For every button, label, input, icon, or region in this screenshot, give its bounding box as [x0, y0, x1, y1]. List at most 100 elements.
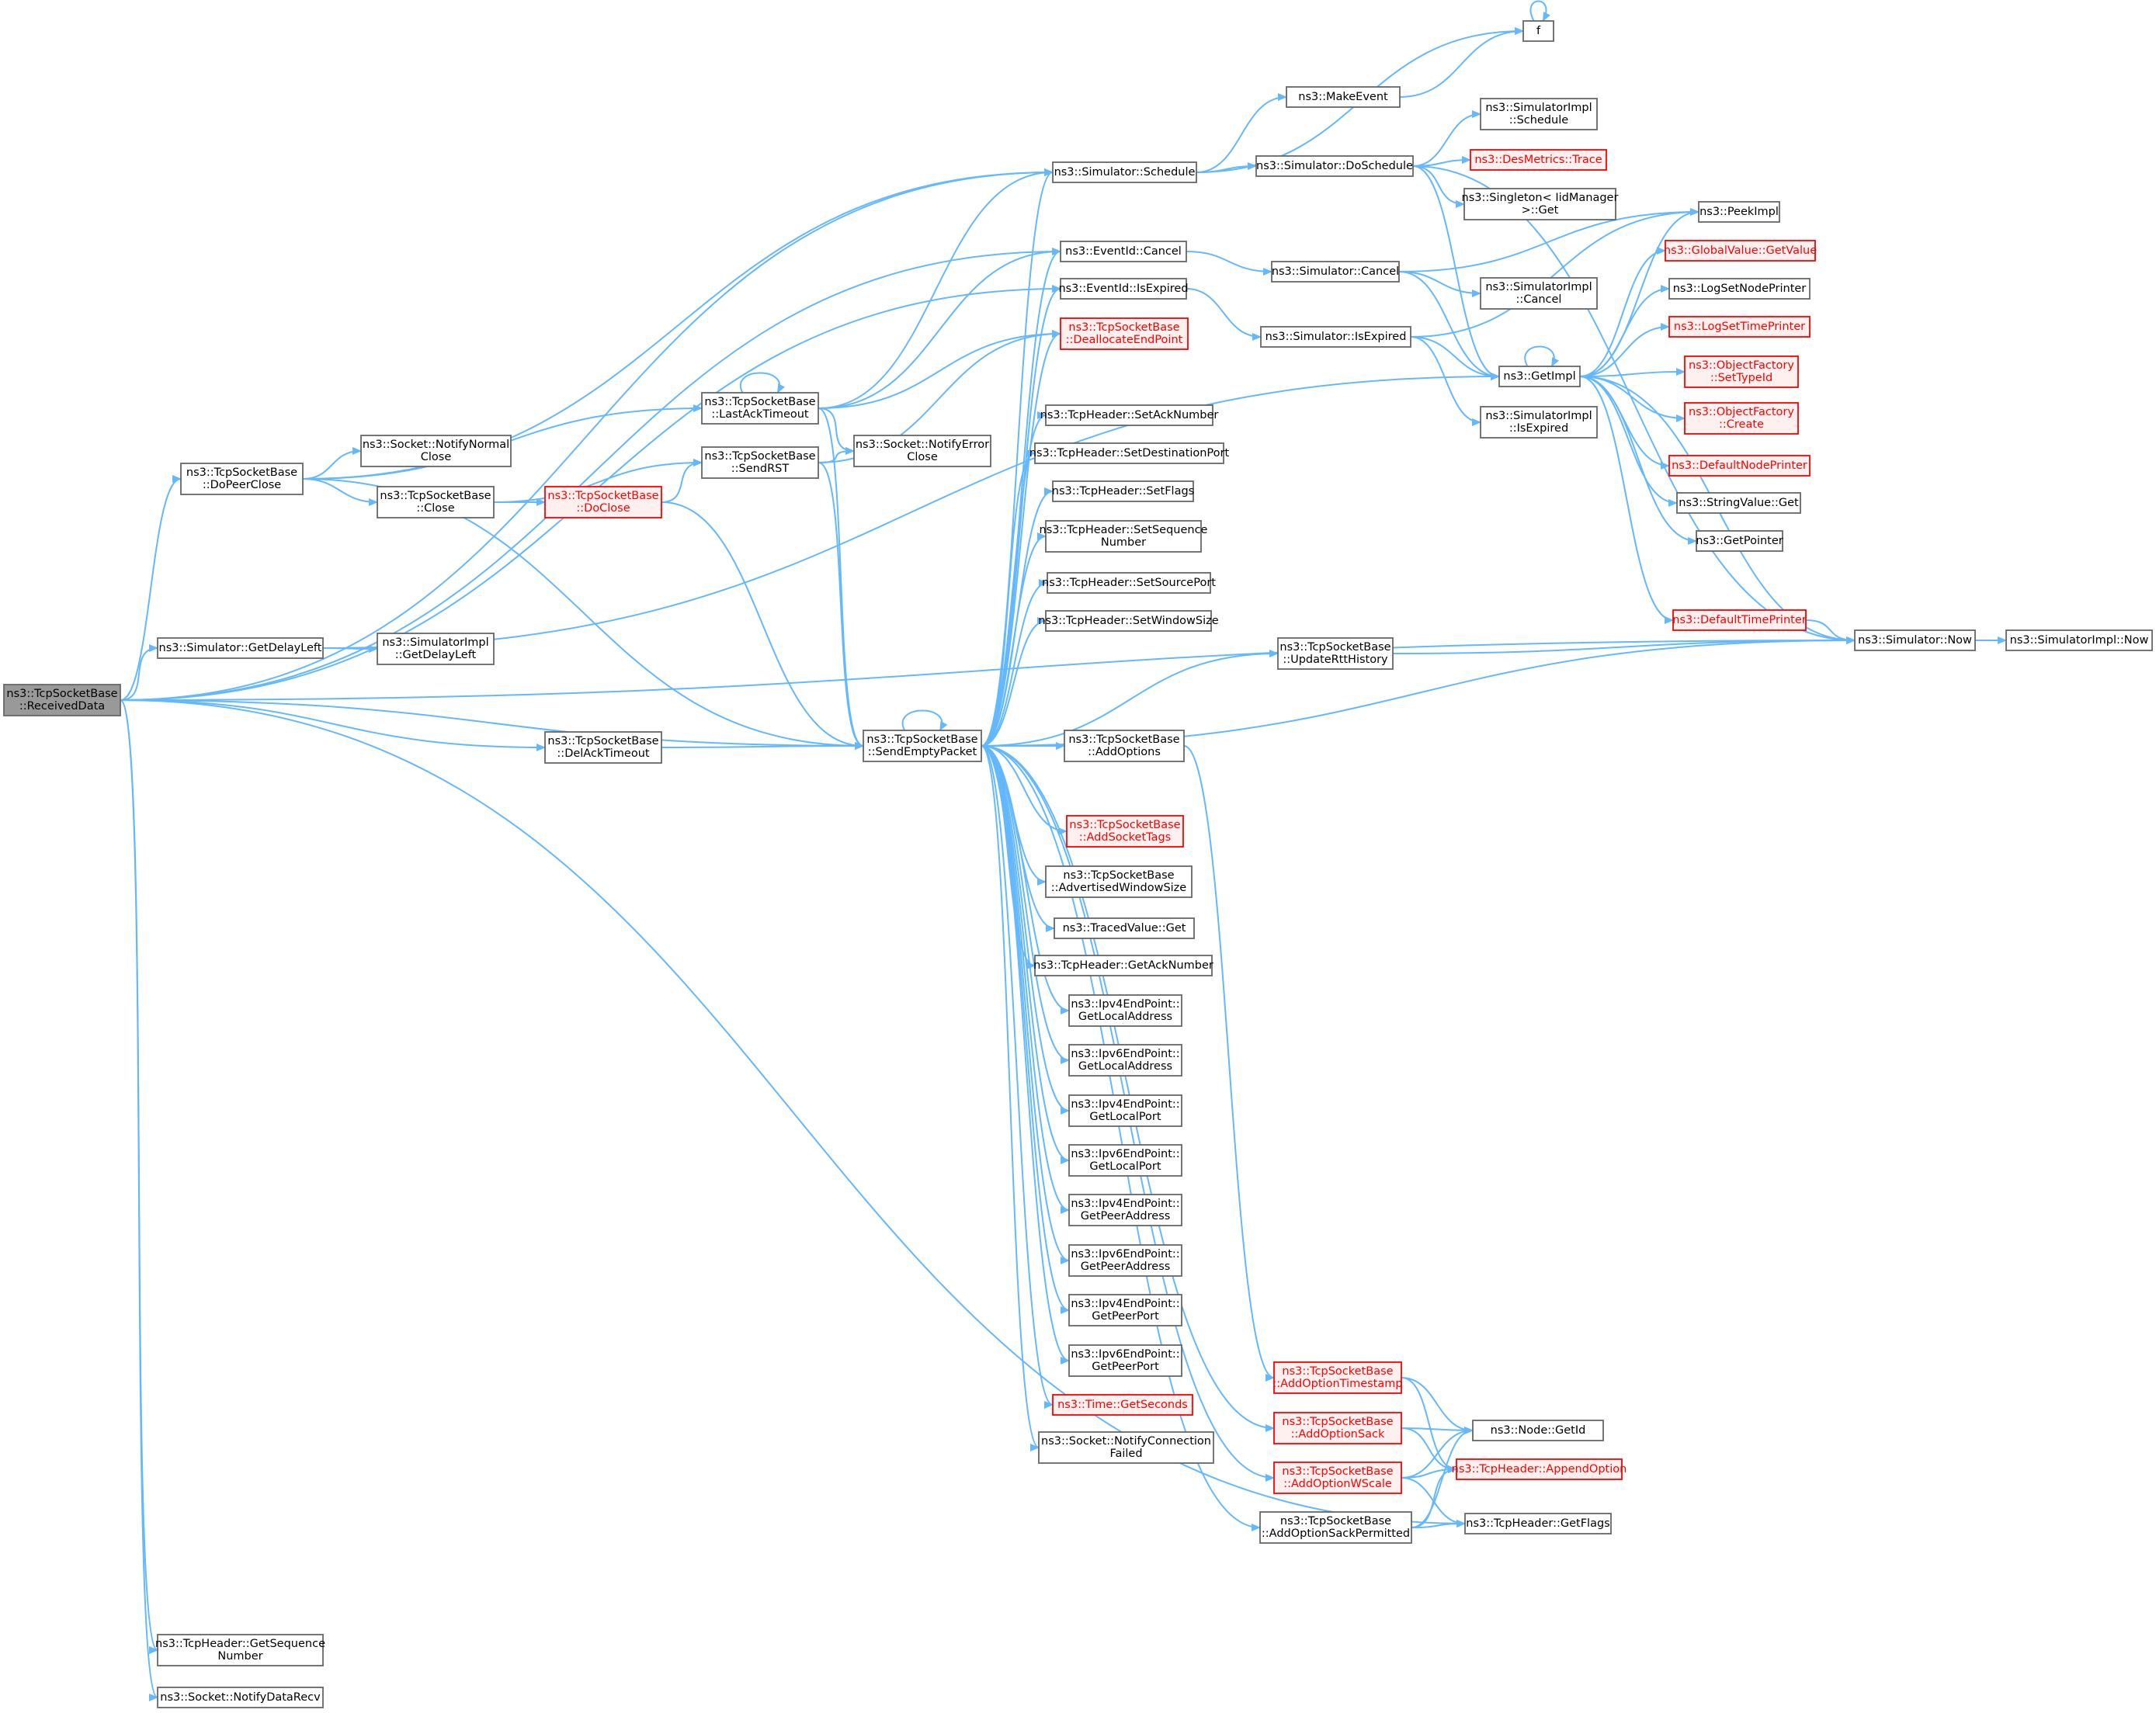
node-get-delay-left[interactable]: ns3::Simulator::GetDelayLeft: [157, 637, 324, 659]
node-sim-impl-get-delay-left[interactable]: ns3::SimulatorImpl::GetDelayLeft: [377, 633, 495, 665]
node-make-event[interactable]: ns3::MakeEvent: [1286, 86, 1401, 108]
node-ipv6-get-local-address[interactable]: ns3::Ipv6EndPoint::GetLocalAddress: [1068, 1044, 1182, 1077]
node-notify-data-recv[interactable]: ns3::Socket::NotifyDataRecv: [157, 1687, 324, 1708]
node-box[interactable]: [1480, 277, 1598, 310]
node-box[interactable]: [1034, 442, 1224, 464]
node-box[interactable]: [1068, 1094, 1182, 1127]
node-box[interactable]: [1054, 917, 1195, 939]
node-box[interactable]: [1068, 994, 1182, 1027]
node-last-ack-timeout[interactable]: ns3::TcpSocketBase::LastAckTimeout: [701, 392, 819, 425]
node-sim-cancel[interactable]: ns3::Simulator::Cancel: [1271, 261, 1400, 283]
node-box[interactable]: [157, 1634, 324, 1666]
node-advertised-window-size[interactable]: ns3::TcpSocketBase::AdvertisedWindowSize: [1045, 865, 1193, 898]
node-box[interactable]: [1045, 610, 1212, 632]
node-box[interactable]: [1068, 1294, 1182, 1326]
node-global-value-get-value[interactable]: ns3::GlobalValue::GetValue: [1664, 240, 1817, 262]
node-ipv6-get-local-port[interactable]: ns3::Ipv6EndPoint::GetLocalPort: [1068, 1144, 1182, 1177]
node-box[interactable]: [1052, 480, 1194, 502]
node-box[interactable]: [1060, 317, 1189, 350]
node-schedule[interactable]: ns3::Simulator::Schedule: [1052, 161, 1197, 183]
node-box[interactable]: [3, 684, 121, 716]
node-box[interactable]: [1696, 530, 1783, 552]
node-add-option-wscale[interactable]: ns3::TcpSocketBase::AddOptionWScale: [1273, 1462, 1402, 1494]
node-box[interactable]: [377, 633, 495, 665]
node-box[interactable]: [1522, 20, 1554, 42]
node-box[interactable]: [1464, 1513, 1612, 1534]
node-box[interactable]: [1273, 1361, 1402, 1394]
node-sim-impl-now[interactable]: ns3::SimulatorImpl::Now: [2005, 629, 2153, 651]
node-box[interactable]: [1854, 629, 1976, 651]
node-sim-impl-schedule[interactable]: ns3::SimulatorImpl::Schedule: [1480, 98, 1598, 130]
node-set-window-size[interactable]: ns3::TcpHeader::SetWindowSize: [1038, 610, 1219, 632]
node-box[interactable]: [1456, 1458, 1623, 1480]
node-box[interactable]: [701, 392, 819, 425]
node-box[interactable]: [1273, 1462, 1402, 1494]
node-box[interactable]: [1273, 1412, 1402, 1444]
node-peek-impl[interactable]: ns3::PeekImpl: [1698, 201, 1780, 223]
node-close[interactable]: ns3::TcpSocketBase::Close: [377, 486, 495, 518]
node-set-type-id[interactable]: ns3::ObjectFactory::SetTypeId: [1684, 355, 1799, 388]
node-box[interactable]: [1271, 261, 1400, 283]
node-get-pointer[interactable]: ns3::GetPointer: [1696, 530, 1783, 552]
node-send-empty-packet[interactable]: ns3::TcpSocketBase::SendEmptyPacket: [863, 730, 982, 762]
node-set-destination-port[interactable]: ns3::TcpHeader::SetDestinationPort: [1029, 442, 1230, 464]
node-box[interactable]: [701, 446, 819, 479]
node-add-socket-tags[interactable]: ns3::TcpSocketBase::AddSocketTags: [1066, 815, 1184, 848]
node-box[interactable]: [1068, 1044, 1182, 1077]
node-box[interactable]: [1052, 1394, 1193, 1416]
node-sim-is-expired[interactable]: ns3::Simulator::IsExpired: [1260, 326, 1411, 348]
node-box[interactable]: [1480, 98, 1598, 130]
node-string-value-get[interactable]: ns3::StringValue::Get: [1676, 492, 1801, 514]
node-sim-impl-cancel[interactable]: ns3::SimulatorImpl::Cancel: [1480, 277, 1598, 310]
node-get-impl[interactable]: ns3::GetImpl: [1498, 366, 1581, 387]
node-get-ack-number[interactable]: ns3::TcpHeader::GetAckNumber: [1033, 955, 1213, 976]
node-box[interactable]: [1698, 201, 1780, 223]
node-traced-value-get[interactable]: ns3::TracedValue::Get: [1054, 917, 1195, 939]
node-box[interactable]: [1045, 520, 1202, 553]
node-default-node-printer[interactable]: ns3::DefaultNodePrinter: [1668, 455, 1811, 477]
node-get-flags[interactable]: ns3::TcpHeader::GetFlags: [1464, 1513, 1612, 1534]
node-box[interactable]: [1480, 406, 1598, 439]
node-box[interactable]: [1068, 1144, 1182, 1177]
node-box[interactable]: [1665, 240, 1816, 262]
node-update-rtt-history[interactable]: ns3::TcpSocketBase::UpdateRttHistory: [1277, 637, 1394, 670]
node-add-options[interactable]: ns3::TcpSocketBase::AddOptions: [1064, 730, 1185, 762]
node-ipv4-get-peer-port[interactable]: ns3::Ipv4EndPoint::GetPeerPort: [1068, 1294, 1182, 1326]
node-box[interactable]: [1045, 865, 1193, 898]
node-del-ack-timeout[interactable]: ns3::TcpSocketBase::DelAckTimeout: [544, 731, 662, 764]
node-box[interactable]: [1052, 161, 1197, 183]
node-box[interactable]: [1034, 955, 1213, 976]
node-event-id-is-expired[interactable]: ns3::EventId::IsExpired: [1058, 278, 1189, 300]
node-box[interactable]: [1668, 316, 1811, 338]
node-box[interactable]: [1676, 492, 1801, 514]
node-box[interactable]: [1470, 149, 1607, 171]
node-set-ack-number[interactable]: ns3::TcpHeader::SetAckNumber: [1040, 404, 1219, 426]
node-box[interactable]: [1047, 572, 1211, 594]
node-box[interactable]: [1668, 455, 1811, 477]
node-box[interactable]: [1255, 155, 1414, 177]
node-ipv4-get-local-address[interactable]: ns3::Ipv4EndPoint::GetLocalAddress: [1068, 994, 1182, 1027]
node-ipv6-get-peer-address[interactable]: ns3::Ipv6EndPoint::GetPeerAddress: [1068, 1244, 1182, 1277]
node-received-data[interactable]: ns3::TcpSocketBase::ReceivedData: [3, 684, 121, 716]
node-sim-now[interactable]: ns3::Simulator::Now: [1854, 629, 1976, 651]
node-box[interactable]: [157, 1687, 324, 1708]
node-box[interactable]: [1684, 355, 1799, 388]
node-set-flags[interactable]: ns3::TcpHeader::SetFlags: [1052, 480, 1194, 502]
node-f[interactable]: f: [1522, 20, 1554, 42]
node-box[interactable]: [1060, 278, 1187, 300]
node-des-metrics-trace[interactable]: ns3::DesMetrics::Trace: [1470, 149, 1607, 171]
node-box[interactable]: [1668, 278, 1811, 300]
node-do-peer-close[interactable]: ns3::TcpSocketBase::DoPeerClose: [180, 463, 304, 495]
node-get-seconds[interactable]: ns3::Time::GetSeconds: [1052, 1394, 1193, 1416]
node-box[interactable]: [1260, 326, 1411, 348]
node-box[interactable]: [2005, 629, 2153, 651]
node-ipv6-get-peer-port[interactable]: ns3::Ipv6EndPoint::GetPeerPort: [1068, 1344, 1182, 1377]
node-box[interactable]: [1259, 1511, 1412, 1544]
node-singleton-get[interactable]: ns3::Singleton< IidManager>::Get: [1462, 188, 1619, 220]
node-box[interactable]: [1060, 241, 1187, 262]
node-send-rst[interactable]: ns3::TcpSocketBase::SendRST: [701, 446, 819, 479]
